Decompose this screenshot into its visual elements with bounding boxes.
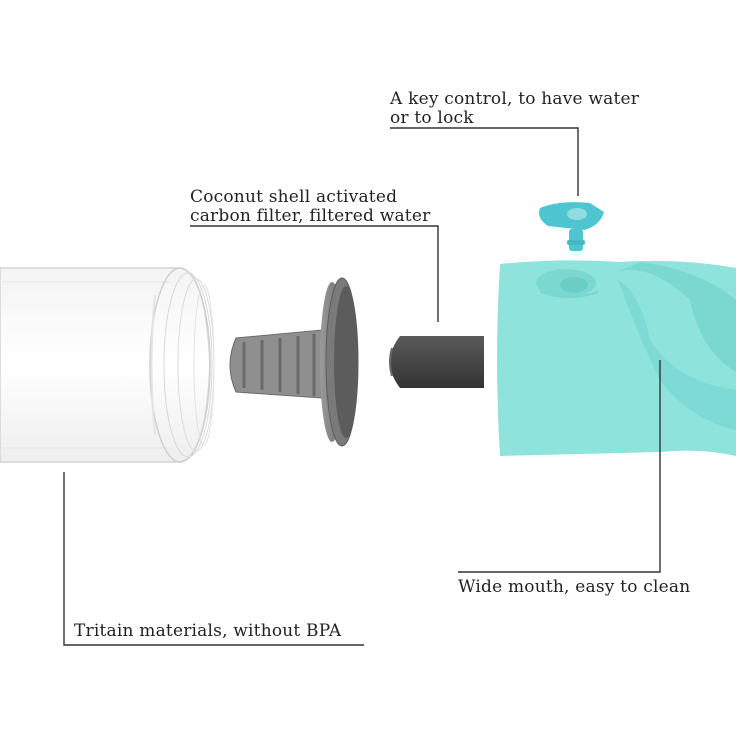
callout-carbon-filter-line1: Coconut shell activated [190,187,398,207]
filter-holder [229,277,359,447]
leader-wide-mouth [458,360,661,573]
leader-tritain [63,472,364,646]
callout-tritain-text: Tritain materials, without BPA [74,621,342,641]
carbon-cartridge [389,336,484,388]
leader-lines [63,127,661,646]
teal-bottle-body [497,260,736,456]
callout-key-control: A key control, to have water or to lock [390,90,639,128]
callout-key-control-line2: or to lock [390,108,474,128]
callout-carbon-filter: Coconut shell activated carbon filter, f… [190,188,430,226]
leader-key-control [390,127,579,196]
callout-wide-mouth: Wide mouth, easy to clean [458,578,690,597]
callout-key-control-line1: A key control, to have water [390,89,640,109]
callout-tritain: Tritain materials, without BPA [74,622,341,641]
callout-wide-mouth-text: Wide mouth, easy to clean [458,577,691,597]
clear-tube [0,267,215,463]
leader-carbon-filter [190,225,439,322]
key-control-part [539,202,604,251]
callout-carbon-filter-line2: carbon filter, filtered water [190,206,431,226]
